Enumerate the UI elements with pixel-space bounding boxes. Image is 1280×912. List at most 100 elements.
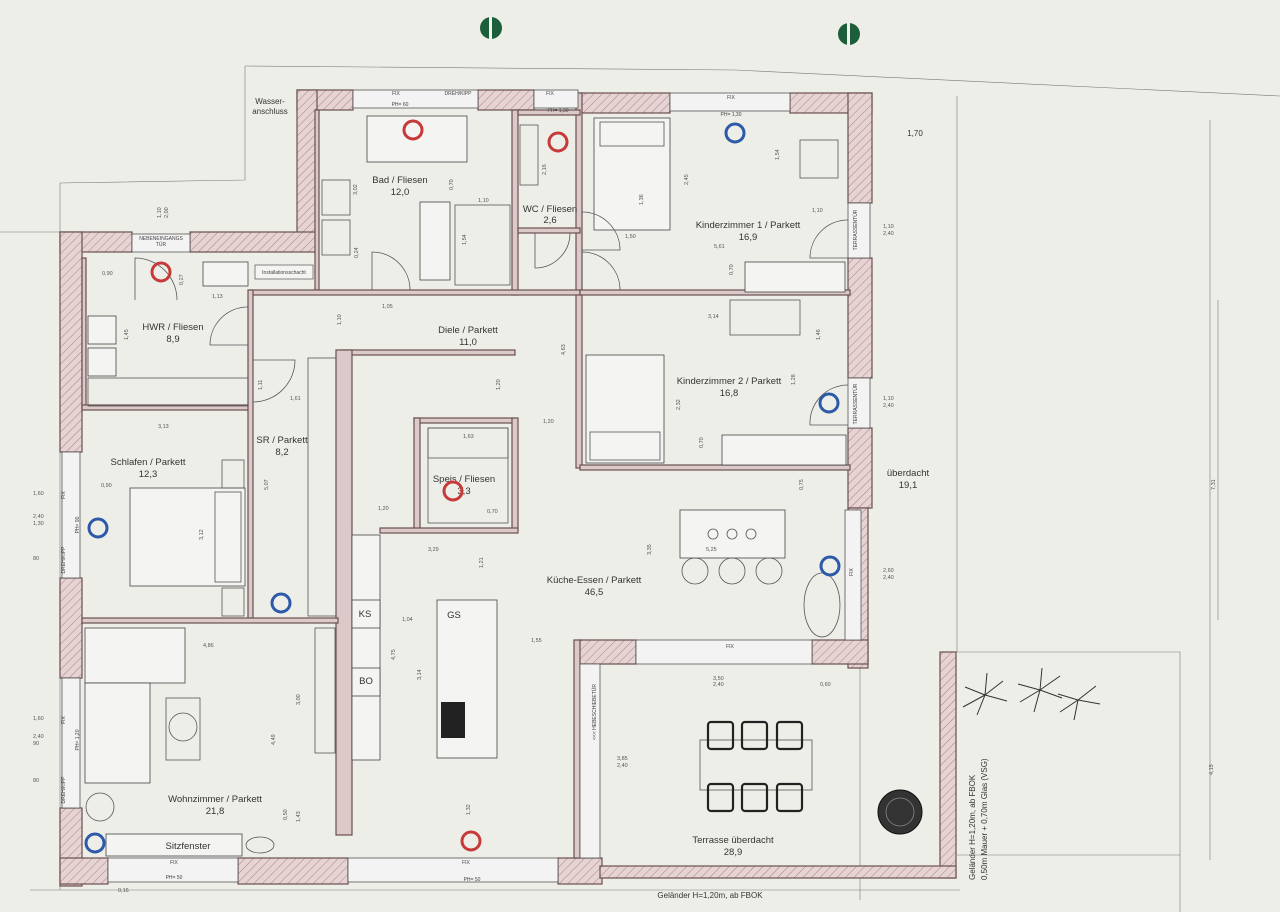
window-label: PH= 50 — [166, 875, 183, 881]
dimension: 0,24 — [354, 247, 360, 258]
room-area: 16,9 — [739, 232, 758, 243]
blue-marker-icon — [724, 122, 746, 144]
dimension: 1,50 — [625, 234, 636, 240]
window-label: FIX — [546, 91, 554, 97]
toilet-icon — [519, 124, 539, 186]
sink-icon — [321, 219, 351, 256]
room-name: Schlafen / Parkett — [111, 457, 186, 468]
bed-icon — [585, 354, 665, 464]
dimension: 5,25 — [706, 547, 717, 553]
dimension: 1,10 — [478, 198, 489, 204]
dimension: 3,00 — [296, 694, 302, 705]
dimension: 1,20 — [378, 506, 389, 512]
room-name: Speis / Fliesen — [433, 474, 495, 485]
dimension: 2,40 — [883, 575, 894, 581]
door-label: TERRASSENTÜR — [852, 209, 859, 250]
dimension: 1,30 — [33, 521, 44, 527]
blue-marker-icon — [819, 555, 841, 577]
window-seat-icon — [105, 833, 243, 857]
dimension: 0,50 — [283, 809, 289, 820]
dimension: 4,63 — [561, 344, 567, 355]
dimension: 3,12 — [199, 529, 205, 540]
red-marker-icon — [150, 261, 172, 283]
table-icon — [803, 572, 841, 638]
dimension: 3,29 — [428, 547, 439, 553]
dimension: 1,36 — [639, 194, 645, 205]
oven-label: BO — [359, 676, 373, 687]
bed-icon — [129, 487, 246, 587]
door-label: TÜR — [156, 241, 167, 248]
blue-marker-icon — [84, 832, 106, 854]
window-label: FIX — [392, 91, 400, 97]
window-label: FIX — [849, 567, 855, 575]
dimension: 1,60 — [33, 491, 44, 497]
room-name: Kinderzimmer 2 / Parkett — [677, 376, 782, 387]
annotation-markers — [84, 119, 841, 854]
wardrobe-icon — [721, 434, 847, 466]
red-marker-icon — [402, 119, 424, 141]
wardrobe-icon — [307, 357, 337, 617]
window-label: DREH/KIPP — [61, 546, 67, 574]
dimension: 1,43 — [296, 811, 302, 822]
room-name: Küche-Essen / Parkett — [547, 575, 642, 586]
water-connection-label: Wasser- — [255, 97, 285, 106]
dimension: 3,50 — [713, 676, 724, 682]
fridge-label: KS — [359, 609, 372, 620]
dishwasher-label: GS — [447, 610, 461, 621]
bed-icon — [593, 117, 671, 231]
dimension: 0,90 — [102, 271, 113, 277]
room-name: Diele / Parkett — [438, 325, 498, 336]
dimension: 0,70 — [487, 509, 498, 515]
bar-stool-icon — [718, 557, 746, 585]
dimension: 1,54 — [462, 234, 468, 245]
windows — [61, 89, 871, 883]
site-outline — [0, 65, 1280, 912]
red-marker-icon — [442, 480, 464, 502]
room-name: Bad / Fliesen — [372, 175, 427, 186]
blue-marker-icon — [818, 392, 840, 414]
dimension: 0,16 — [118, 888, 129, 894]
room-area: 11,0 — [459, 337, 477, 348]
dimension: 1,11 — [258, 380, 264, 390]
dimension: 3,13 — [158, 424, 169, 430]
dimension: 4,15 — [1209, 764, 1215, 775]
installation-shaft-label: Installationsschacht — [262, 270, 306, 276]
room-area: 19,1 — [899, 480, 918, 491]
door-label: TERRASSENTÜR — [852, 383, 859, 424]
walls — [59, 89, 957, 887]
dimension: 2,16 — [542, 164, 548, 175]
sofa-icon — [84, 682, 151, 784]
bar-stool-icon — [681, 557, 709, 585]
dimension: 1,46 — [816, 329, 822, 340]
room-area: 16,8 — [720, 388, 739, 399]
desk-icon — [729, 299, 801, 336]
window-label: FIX — [61, 490, 67, 498]
dimension: 0,70 — [449, 179, 455, 190]
dimension: 1,04 — [402, 617, 413, 623]
terrace-table-icon — [699, 739, 813, 791]
window-label: PH= 1,20 — [75, 729, 81, 750]
dimension: 0,70 — [699, 437, 705, 448]
dimension: 1,28 — [791, 374, 797, 385]
dimension-labels: 1,70 7,31 4,15 1,10 2,40 1,10 2,40 2,60 … — [33, 129, 1217, 894]
room-area: 21,8 — [206, 806, 225, 817]
room-name: HWR / Fliesen — [142, 322, 203, 333]
sitzfenster-label: Sitzfenster — [166, 841, 211, 852]
room-area: 2,6 — [543, 215, 556, 226]
window-label: PH= 90 — [75, 516, 81, 533]
dimension: 1,20 — [543, 419, 554, 425]
dimension: 1,20 — [496, 379, 502, 390]
fridge-icon — [351, 599, 381, 629]
sofa-icon — [84, 627, 186, 684]
washer-icon — [87, 315, 117, 345]
dimension: 3,14 — [708, 314, 719, 320]
armchair-icon — [85, 792, 115, 822]
dimension: 1,54 — [775, 149, 781, 160]
room-area: 28,9 — [724, 847, 743, 858]
dimension: 1,10 — [883, 224, 894, 230]
tv-board-icon — [314, 627, 336, 754]
desk-icon — [799, 139, 839, 179]
dimension: 1,10 — [812, 208, 823, 214]
dimension: 2,60 — [883, 568, 894, 574]
